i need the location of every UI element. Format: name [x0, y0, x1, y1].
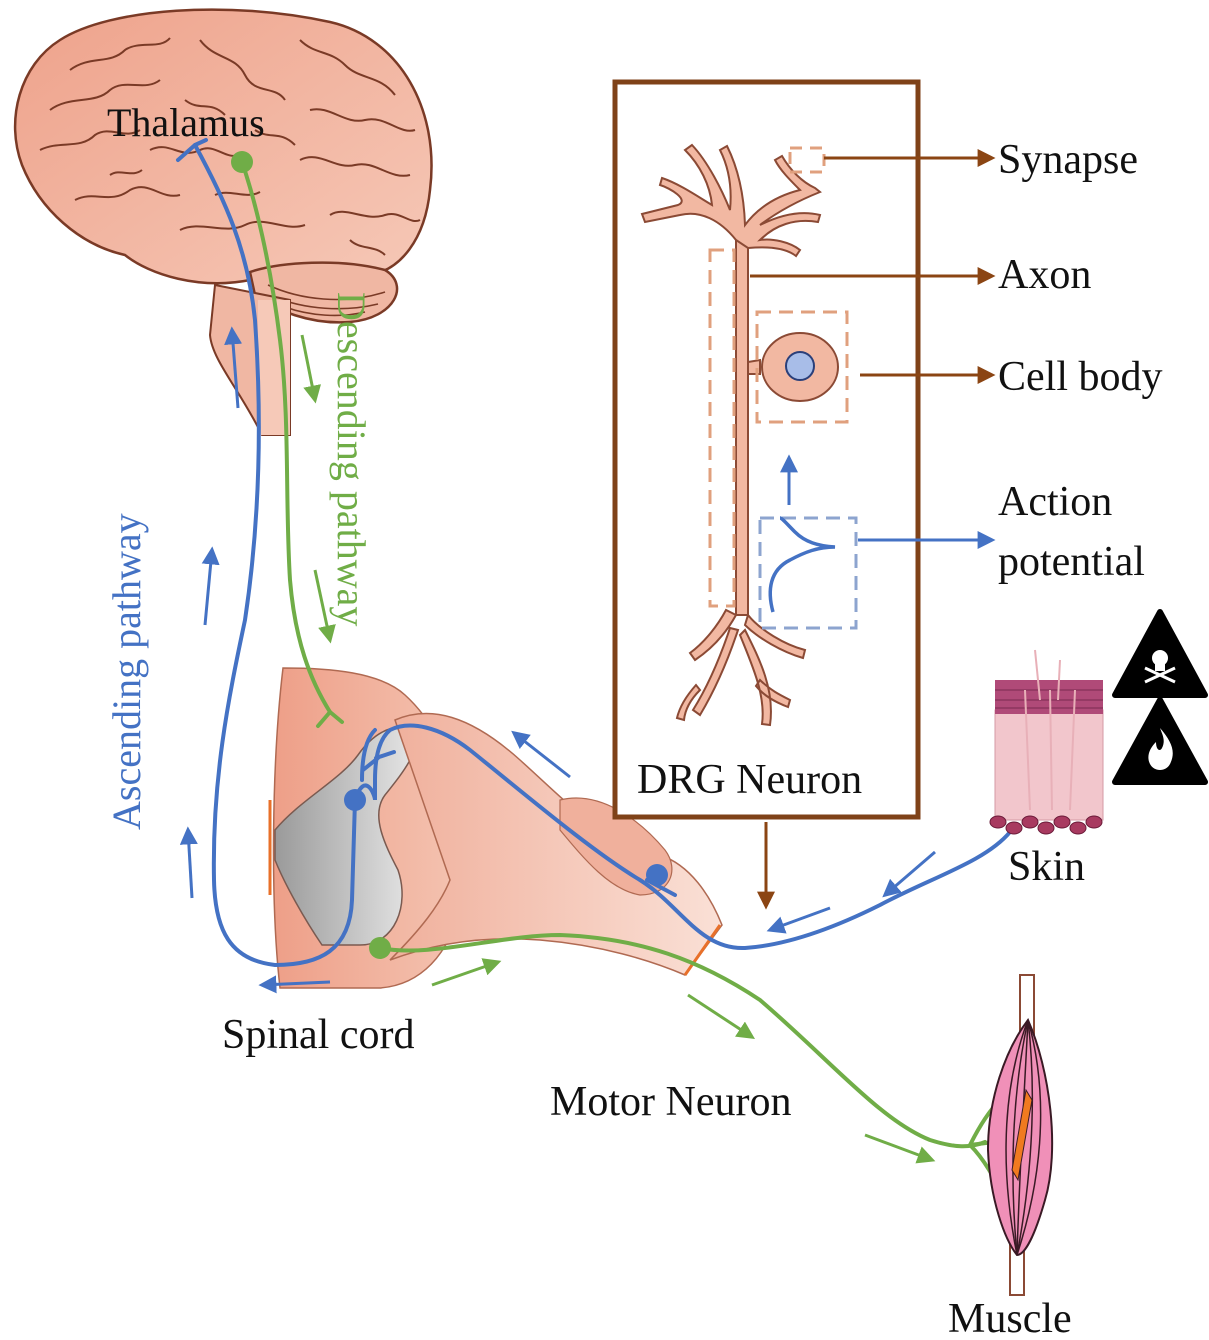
neuron-axon-trunk: [736, 240, 748, 615]
arrow-green: [302, 335, 315, 400]
muscle-label: Muscle: [948, 1296, 1072, 1340]
toxic-hazard-icon: [1115, 612, 1205, 695]
arrow-green: [315, 570, 330, 640]
thalamus-neuron-green: [231, 151, 253, 173]
thalamus-label: Thalamus: [107, 100, 265, 145]
arrow-green: [865, 1135, 932, 1160]
skin-dermis: [995, 710, 1103, 820]
muscle-tissue: [988, 975, 1052, 1295]
arrow-blue: [188, 830, 192, 898]
arrow-blue: [205, 550, 212, 625]
arrow-green: [432, 962, 498, 985]
arrow-blue: [770, 908, 830, 930]
cord-neuron-blue: [344, 789, 366, 811]
descending-pathway-label: Descending pathway: [329, 292, 374, 626]
arrow-green: [688, 995, 752, 1037]
axon-label: Axon: [998, 252, 1091, 298]
skin-tissue: [990, 650, 1103, 834]
spinal-cord-label: Spinal cord: [222, 1012, 414, 1058]
motor-neuron-green: [369, 937, 391, 959]
neuron-nucleus: [786, 352, 814, 380]
drg-neuron-blue: [646, 864, 668, 886]
motor-neuron-label: Motor Neuron: [550, 1079, 791, 1125]
skin-epidermis: [995, 680, 1103, 714]
fire-hazard-icon: [1115, 700, 1205, 782]
synapse-label: Synapse: [998, 137, 1138, 183]
action-potential-label-line2: potential: [998, 539, 1145, 585]
skin-label: Skin: [1008, 844, 1085, 890]
ascending-pathway-label: Ascending pathway: [104, 513, 149, 830]
drg-neuron-label: DRG Neuron: [637, 757, 862, 803]
action-potential-label-line1: Action: [998, 479, 1112, 525]
cell-body-label: Cell body: [998, 354, 1163, 400]
